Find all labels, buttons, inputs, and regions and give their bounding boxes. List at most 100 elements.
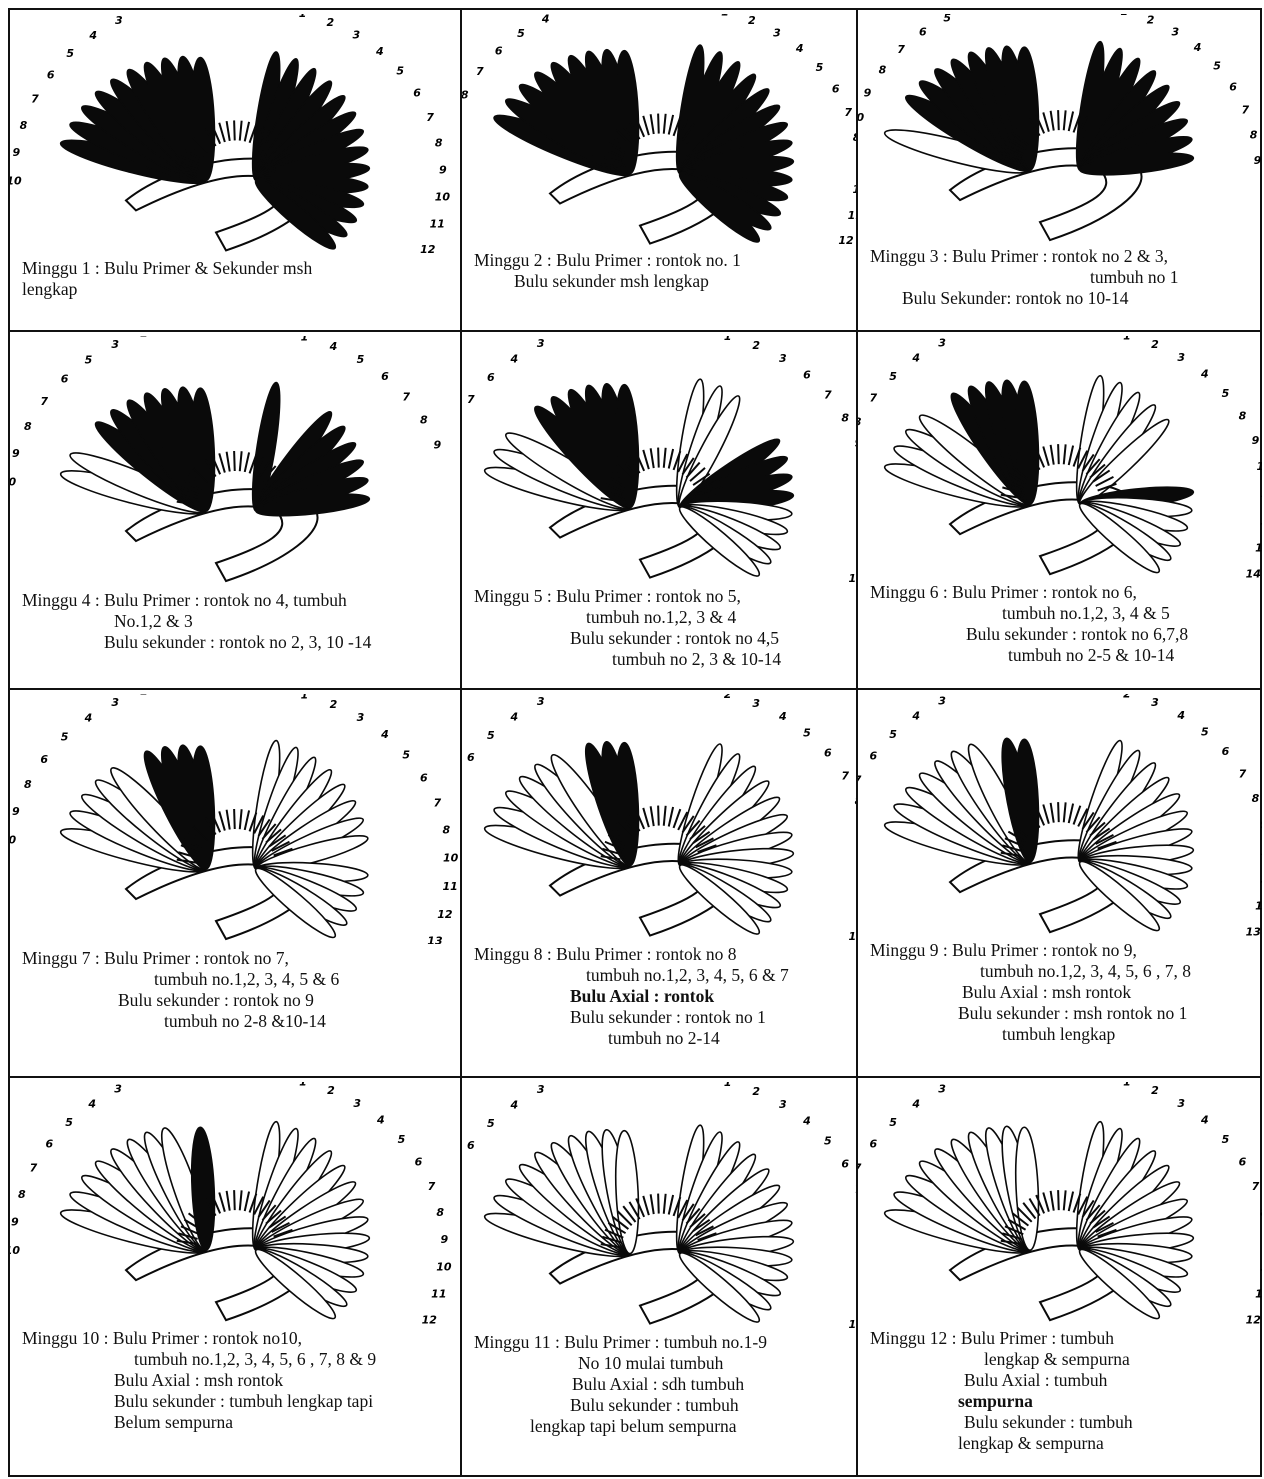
primary-number-label: 10: [10, 1244, 20, 1257]
primary-number-label: 7: [858, 774, 862, 787]
secondary-number-label: 8: [436, 1206, 444, 1219]
secondary-number-label: 11: [1255, 1287, 1262, 1300]
caption-line: Bulu sekunder : rontok no 6,7,8: [870, 624, 1188, 645]
primary-number-label: 4: [911, 1097, 920, 1110]
primary-number-label: 4: [509, 710, 518, 723]
caption-line: Bulu Sekunder: rontok no 10-14: [870, 288, 1178, 309]
secondary-number-label: 13: [848, 930, 858, 940]
secondary-number-label: 6: [413, 86, 421, 99]
week-cell-11: 123456789101234567891011121314Minggu 11 …: [462, 1078, 858, 1477]
wing-drawing: 145678910123456789: [858, 14, 1262, 242]
secondary-number-label: 14: [1246, 567, 1261, 578]
primary-number-label: 5: [517, 27, 525, 40]
primary-number-label: 10: [10, 174, 22, 187]
caption-line: tumbuh no 2-8 &10-14: [22, 1011, 339, 1032]
secondary-number-label: 4: [802, 1115, 811, 1128]
secondary-number-label: 4: [1193, 41, 1202, 54]
secondary-number-label: 9: [1254, 154, 1262, 167]
covert-stroke: [658, 114, 659, 134]
secondary-number-label: 12: [437, 908, 453, 921]
secondary-number-label: 3: [1177, 1097, 1185, 1110]
covert-stroke: [651, 448, 654, 468]
caption-line: tumbuh no.1,2, 3, 4, 5, 6 & 7: [474, 965, 789, 986]
wing-drawing: 123456789101234567891011121314: [858, 1082, 1262, 1324]
primary-number-label: 7: [31, 93, 39, 106]
secondary-number-label: 12: [1246, 1313, 1262, 1324]
covert-stroke: [651, 806, 654, 826]
covert-stroke: [1074, 806, 1081, 825]
secondary-number-label: 11: [1261, 487, 1262, 500]
primary-number-label: 6: [61, 372, 69, 385]
week-cell-6: 123457891012345891011121314Minggu 6 : Bu…: [858, 332, 1262, 690]
secondary-number-label: 4: [1200, 1113, 1209, 1126]
primary-number-label: 6: [47, 69, 55, 82]
caption-line: Bulu sekunder msh lengkap: [474, 271, 741, 292]
week-cell-9: 1234567810234567891011121314Minggu 9 : B…: [858, 690, 1262, 1078]
secondary-number-label: 9: [1252, 434, 1260, 447]
secondary-number-label: 12: [838, 234, 854, 246]
primary-number-label: 5: [85, 353, 93, 366]
primary-number-label: 9: [13, 146, 21, 159]
secondary-number-label: 7: [428, 1180, 436, 1193]
covert-stroke: [245, 1192, 249, 1212]
covert-stroke: [1069, 804, 1073, 824]
week-cell-8: 123456710234567891011121314Minggu 8 : Bu…: [462, 690, 858, 1078]
primary-number-label: 2: [565, 336, 573, 339]
caption-line: Minggu 4 : Bulu Primer : rontok no 4, tu…: [22, 590, 371, 611]
secondary-number-label: 2: [1123, 694, 1131, 700]
primary-number-label: 9: [12, 805, 20, 818]
primary-number-label: 4: [509, 352, 518, 365]
covert-stroke: [234, 451, 235, 471]
secondary-number-label: 6: [381, 370, 389, 383]
secondary-number-label: 2: [1151, 1084, 1159, 1097]
caption-line: Minggu 9 : Bulu Primer : rontok no 9,: [870, 940, 1191, 961]
secondary-number-label: 3: [779, 1098, 787, 1111]
secondary-number-label: 4: [380, 728, 389, 741]
secondary-number-label: 6: [841, 1157, 849, 1170]
week-caption: Minggu 11 : Bulu Primer : tumbuh no.1-9N…: [474, 1332, 767, 1437]
secondary-number-label: 3: [773, 26, 781, 39]
covert-stroke: [1058, 444, 1059, 464]
secondary-number-label: 13: [1246, 925, 1262, 936]
secondary-number-label: 3: [779, 352, 787, 365]
primary-number-label: 6: [919, 26, 927, 39]
caption-line: tumbuh no 1: [870, 267, 1178, 288]
primary-number-label: 6: [40, 753, 48, 766]
covert-stroke: [1064, 1190, 1066, 1210]
primary-number-label: 6: [870, 749, 878, 762]
secondary-number-label: 12: [420, 243, 436, 254]
caption-line: lengkap tapi belum sempurna: [474, 1416, 767, 1437]
secondary-number-label: 6: [824, 747, 832, 760]
caption-line: Bulu sekunder : rontok no 9: [22, 990, 339, 1011]
primary-number-label: 3: [111, 696, 119, 709]
covert-stroke: [245, 452, 249, 472]
primary-number-label: 7: [30, 1162, 38, 1175]
wing-drawing: 123456789101234567891011121314: [10, 14, 462, 254]
caption-line: Minggu 5 : Bulu Primer : rontok no 5,: [474, 586, 781, 607]
primary-number-label: 2: [966, 694, 974, 697]
wing-drawing: 123456789101234567891011121314: [10, 1082, 462, 1324]
secondary-number-label: 8: [435, 137, 443, 150]
secondary-number-label: 6: [832, 82, 840, 95]
covert-stroke: [664, 806, 666, 826]
caption-line: Minggu 1 : Bulu Primer & Sekunder msh: [22, 258, 312, 279]
primary-number-label: 5: [487, 729, 495, 742]
primary-number-label: 3: [114, 1082, 122, 1095]
caption-line: Minggu 8 : Bulu Primer : rontok no 8: [474, 944, 789, 965]
secondary-number-label: 3: [353, 1097, 361, 1110]
secondary-number-label: 3: [357, 711, 365, 724]
secondary-number-label: 11: [1260, 873, 1262, 886]
covert-stroke: [664, 114, 666, 134]
secondary-number-label: 7: [841, 769, 849, 782]
secondary-number-label: 5: [402, 748, 410, 761]
caption-line: tumbuh no 2-5 & 10-14: [870, 645, 1188, 666]
week-caption: Minggu 6 : Bulu Primer : rontok no 6,tum…: [870, 582, 1188, 666]
secondary-number-label: 2: [752, 339, 760, 352]
secondary-number-label: 4: [1200, 367, 1209, 380]
caption-line: Minggu 11 : Bulu Primer : tumbuh no.1-9: [474, 1332, 767, 1353]
caption-line: Minggu 10 : Bulu Primer : rontok no10,: [22, 1328, 376, 1349]
primary-number-label: 2: [966, 1082, 974, 1085]
primary-number-label: 8: [24, 778, 32, 791]
secondary-number-label: 10: [1257, 460, 1262, 473]
primary-number-label: 6: [495, 44, 503, 57]
